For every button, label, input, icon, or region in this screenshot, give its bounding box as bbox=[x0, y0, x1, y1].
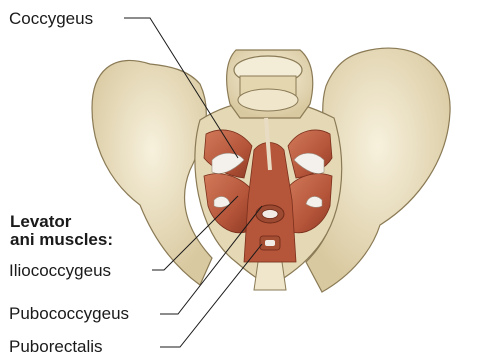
label-puborectalis: Puborectalis bbox=[9, 337, 103, 357]
label-pubococcygeus: Pubococcygeus bbox=[9, 304, 129, 324]
label-group-heading-line2: ani muscles: bbox=[10, 230, 113, 250]
label-iliococcygeus: Iliococcygeus bbox=[9, 261, 111, 281]
label-coccygeus: Coccygeus bbox=[9, 9, 93, 29]
label-group-heading-line1: Levator bbox=[10, 212, 71, 232]
